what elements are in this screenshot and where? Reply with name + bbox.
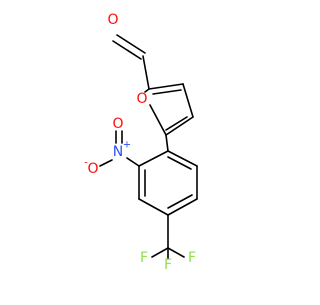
bonds [99,34,198,260]
bond-ar-c4-c5-inner [167,194,193,209]
bond-c2-c3-inner [152,89,182,95]
aldehyde-oxygen-label: O [107,12,118,28]
nitro-oxygen-double-label: O [112,116,123,132]
nitro-oxygen-single-label: O [87,161,98,177]
nitro-plus-label: + [123,140,131,151]
bond-ar-n [126,157,140,167]
bond-ar-c1-c2 [138,150,169,167]
bond-cho-double-1 [112,40,142,60]
bond-ar-c3-c4 [138,198,169,216]
bond-cho-c2 [142,55,150,90]
bond-ar-c4-c5 [167,198,198,216]
bond-c4-c5 [165,116,194,136]
nitro-minus-label: - [84,158,88,169]
atom-labels: O O N + O O - F F F [84,12,196,273]
fluorine-right-label: F [188,250,196,266]
bond-c5-o1 [149,104,167,136]
fluorine-left-label: F [140,250,148,266]
bond-c2-c3 [148,83,184,90]
bond-ar-c6-c1-inner [167,156,192,170]
bond-c-f-left [151,247,169,258]
bond-c4-c5-inner [165,116,188,131]
molecule-diagram: O O N + O O - F F F [84,12,198,273]
bond-furan-phenyl [165,134,169,152]
bond-cho-double-2 [116,34,146,54]
structure-svg: O O N + O O - F F F [84,12,198,273]
bond-c3-c4 [182,83,194,118]
bond-c-f-right [167,247,185,258]
nitro-nitrogen-label: N [113,144,123,160]
fluorine-top-label: F [164,257,172,273]
bond-n-o-single [99,159,113,167]
bond-o1-c2 [144,88,150,93]
ring-oxygen-label: O [136,91,147,107]
bond-ar-c6-c1 [167,150,198,167]
